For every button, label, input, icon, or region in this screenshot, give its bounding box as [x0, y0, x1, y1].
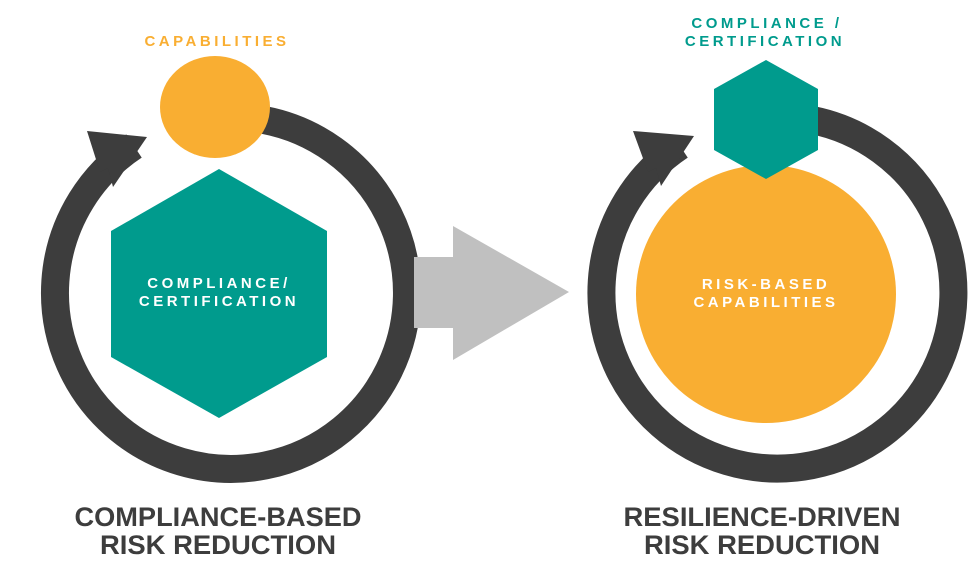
right-cycle: COMPLIANCE / CERTIFICATION RISK-BASED CA… — [587, 15, 968, 560]
left-cycle-arrowhead-icon — [87, 131, 147, 187]
left-cycle-ring — [40, 106, 421, 483]
risk-based-label-line1: RISK-BASED — [702, 276, 830, 293]
transition-arrow-icon — [414, 226, 569, 360]
compliance-top-label-line2: CERTIFICATION — [685, 33, 845, 50]
left-cycle: CAPABILITIES COMPLIANCE/ CERTIFICATION C… — [40, 33, 421, 560]
right-cycle-arrowhead-icon — [633, 131, 694, 186]
capabilities-circle — [160, 56, 270, 158]
compliance-label-line2: CERTIFICATION — [139, 293, 299, 310]
right-cycle-ring — [587, 106, 968, 483]
right-title-line1: RESILIENCE-DRIVEN — [624, 502, 901, 532]
compliance-label-line1: COMPLIANCE/ — [147, 275, 291, 292]
compliance-small-hexagon — [714, 60, 818, 179]
left-title-line1: COMPLIANCE-BASED — [75, 502, 362, 532]
compliance-top-label-line1: COMPLIANCE / — [691, 15, 842, 32]
left-title-line2: RISK REDUCTION — [100, 530, 336, 560]
risk-based-label-line2: CAPABILITIES — [693, 294, 838, 311]
compliance-hexagon — [111, 169, 327, 418]
right-title-line2: RISK REDUCTION — [644, 530, 880, 560]
capabilities-label: CAPABILITIES — [144, 33, 289, 50]
risk-based-capabilities-circle — [636, 165, 896, 423]
